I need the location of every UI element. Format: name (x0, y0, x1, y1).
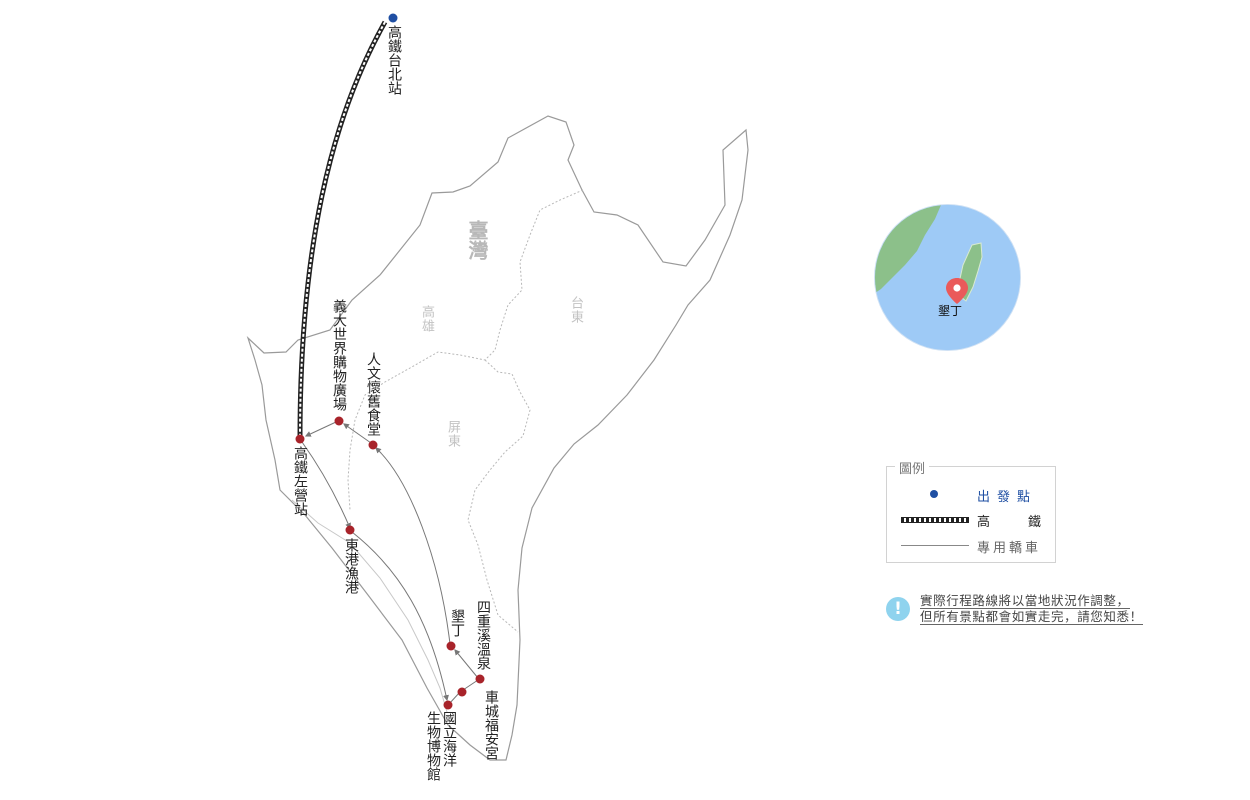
region-label-pingtung: 屏東 (445, 420, 460, 448)
stop-label-humanity-restaurant: 人文懷舊食堂 (365, 352, 381, 436)
stop-point-donggang (345, 525, 355, 535)
legend-box: 圖例 出發點 高鐵 專用轎車 (886, 458, 1057, 563)
car-route-sichongxi-kenting (454, 649, 479, 679)
legend-row-car: 專用轎車 (887, 537, 1057, 557)
location-pin-dot (953, 284, 961, 292)
legend-label-start: 出發點 (977, 490, 1038, 505)
start-dot-icon (930, 490, 938, 498)
stop-label-checheng: 車城福安宮 (483, 690, 499, 760)
locator-map (875, 205, 1020, 350)
stop-label-dream-mall: 義大世界購物廣場 (331, 299, 347, 411)
legend-label-car: 專用轎車 (977, 541, 1042, 556)
stop-point-sichongxi (475, 674, 485, 684)
legend-row-rail: 高鐵 (887, 511, 1057, 531)
car-route-kenting-humanity (375, 447, 451, 645)
legend-label-rail: 高鐵 (977, 515, 1080, 530)
legend-row-start: 出發點 (887, 486, 1057, 506)
stop-label-sichongxi: 四重溪溫泉 (475, 600, 491, 670)
car-route-donggang-museum (351, 531, 449, 702)
stop-point-museum (443, 700, 453, 710)
region-label-taitung: 台東 (568, 296, 583, 324)
rail-line-icon (901, 517, 969, 523)
locator-map-drawing (875, 205, 1020, 350)
stop-point-zuoying (295, 434, 305, 444)
coastline-shadow (291, 499, 448, 713)
legend-title: 圖例 (895, 458, 930, 477)
car-route-zuoying-donggang (301, 441, 351, 530)
car-route-humanity-dreammall (343, 423, 372, 444)
region-label-kaohsiung: 高雄 (419, 305, 434, 333)
island-outline (246, 115, 749, 761)
stop-point-dream-mall (334, 416, 344, 426)
stop-label-hsr-taipei: 高鐵台北站 (386, 25, 402, 95)
info-exclamation-icon: ! (886, 597, 910, 621)
stop-label-museum-line1: 國立海洋 (441, 711, 457, 767)
locator-label: 墾丁 (938, 304, 963, 318)
stop-label-hsr-zuoying: 高鐵左營站 (292, 446, 308, 516)
note-line-1: 實際行程路線將以當地狀況作調整， (920, 593, 1130, 609)
stop-label-museum-line2: 生物博物館 (425, 711, 441, 781)
car-route-dreammall-zuoying (304, 421, 337, 437)
car-route-checheng-sichongxi (462, 679, 479, 691)
stop-label-kenting: 墾丁 (449, 609, 465, 637)
hsr-rail-line-inner (299, 21, 386, 439)
region-label-taiwan: 臺灣 (465, 220, 489, 260)
note-line-2: 但所有景點都會如實走完，請您知悉！ (920, 609, 1143, 625)
stop-label-donggang: 東港漁港 (343, 538, 359, 594)
stop-point-humanity (368, 440, 378, 450)
stop-point-checheng (457, 687, 467, 697)
car-line-icon (901, 545, 969, 546)
start-point-taipei (388, 13, 398, 23)
stop-point-kenting (446, 641, 456, 651)
